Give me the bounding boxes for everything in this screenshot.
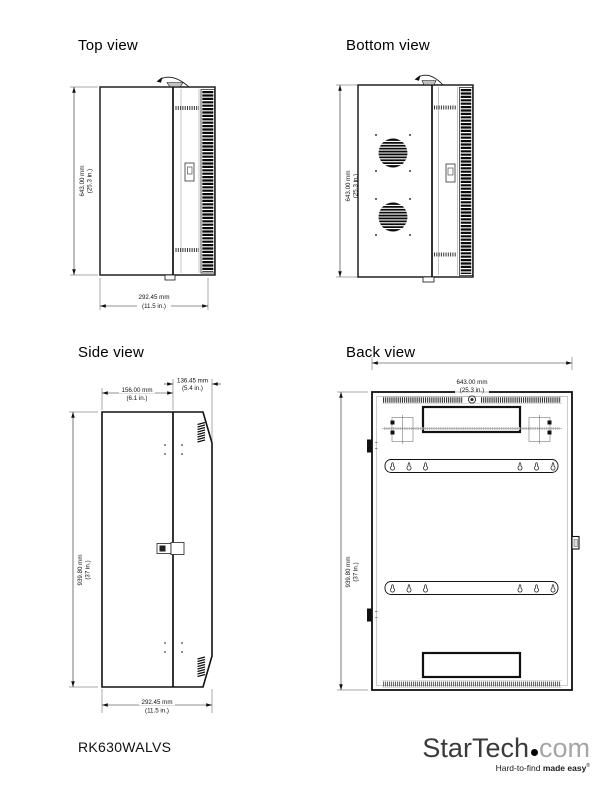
lock-barrel (467, 395, 477, 404)
bottom-cable-cutout (421, 651, 522, 679)
startech-logo: StarTech com Hard-to-find made easy® (400, 734, 590, 773)
registered-mark-icon: ® (586, 763, 590, 770)
bottom-view-outline (357, 84, 474, 278)
bracket-right (528, 415, 552, 444)
bracket-left (390, 415, 414, 444)
side-vent-slots-top (197, 421, 206, 443)
dim-label: (25.3 in.) (87, 169, 94, 193)
side-body-depth-dimension: 156.00 mm (6.1 in.) (101, 387, 173, 410)
dim-label: 643.00 mm (345, 171, 352, 202)
tagline-bold: made easy (542, 763, 587, 773)
handle-tab (422, 276, 435, 283)
logo-brand: StarTech com (400, 734, 590, 762)
dim-label: 939.80 mm (77, 555, 84, 586)
top-view-outline (99, 86, 216, 276)
fan-grille (375, 134, 411, 172)
top-height-dimension: 643.00 mm (25.3 in.) (70, 86, 98, 276)
top-depth-dimension: 292.45 mm (11.5 in.) (99, 278, 209, 310)
hinge (367, 439, 378, 453)
dim-label: 643.00 mm (457, 379, 488, 386)
handle-tab (164, 274, 176, 281)
back-view-title: Back view (346, 344, 416, 361)
dim-label: 136.45 mm (177, 378, 208, 385)
bottom-vent-strip (382, 680, 562, 688)
logo-tagline: Hard-to-find made easy® (400, 763, 590, 773)
bottom-view-title: Bottom view (346, 37, 430, 54)
door-latch (156, 542, 185, 555)
side-door-depth-dimension: 136.45 mm (5.4 in.) (164, 378, 221, 441)
part-number: RK630WALVS (78, 739, 172, 755)
dim-label: (6.1 in.) (127, 395, 148, 402)
dim-label: 939.80 mm (345, 557, 352, 588)
back-view-drawing: 939.80 mm (37 in.) (337, 357, 580, 691)
dim-label: 292.45 mm (142, 699, 173, 706)
dim-label: (25.3 in.) (460, 387, 484, 394)
logo-text-startech: StarTech (422, 733, 529, 763)
fan-grille (375, 198, 411, 236)
dim-label: (11.5 in.) (145, 708, 169, 715)
side-vent-slots-bottom (197, 656, 206, 678)
side-view-drawing: 136.45 mm (5.4 in.) 156.00 mm (6.1 in.) … (69, 378, 221, 715)
dim-label: (5.4 in.) (182, 385, 203, 392)
tagline-regular: Hard-to-find (495, 763, 543, 773)
back-view-outline (371, 391, 573, 691)
dim-label: (37 in.) (353, 562, 360, 581)
top-view-drawing: 643.00 mm (25.3 in.) 292.45 mm (70, 76, 216, 310)
back-width-dimension (371, 357, 573, 370)
hinge (367, 608, 378, 622)
dim-label: (11.5 in.) (142, 303, 166, 310)
door-swing-arc (156, 76, 190, 88)
top-cable-cutout (421, 405, 522, 434)
door-latch (445, 163, 456, 183)
keyhole-rail-upper (384, 459, 559, 473)
keyhole-rail-lower (384, 581, 559, 595)
side-height-dimension: 939.80 mm (37 in.) (69, 411, 98, 688)
dim-label: 156.00 mm (122, 387, 153, 394)
top-view-title: Top view (78, 37, 138, 54)
dim-label: 292.45 mm (139, 294, 170, 301)
door-latch (184, 162, 195, 182)
side-view-title: Side view (78, 344, 144, 361)
screw-holes (164, 444, 183, 653)
back-width-dimension-label: 643.00 mm (25.3 in.) (450, 378, 494, 394)
logo-text-com: com (538, 733, 590, 763)
logo-dot-icon (530, 749, 538, 756)
door-latch (571, 535, 580, 550)
dim-label: (37 in.) (85, 560, 92, 579)
dim-label: (25.3 in.) (353, 174, 360, 198)
back-height-dimension: 939.80 mm (37 in.) (337, 391, 368, 691)
door-swing-arc (414, 74, 444, 86)
side-total-depth-dimension: 292.45 mm (11.5 in.) (101, 689, 213, 715)
dim-label: 643.00 mm (79, 166, 86, 197)
bottom-view-drawing: 643.00 mm (25.3 in.) (336, 74, 474, 283)
